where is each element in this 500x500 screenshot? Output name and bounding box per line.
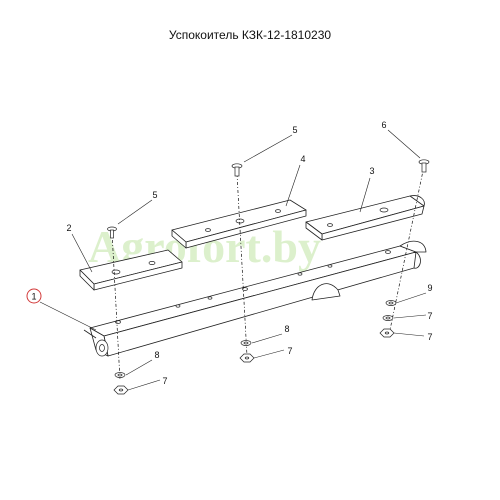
- callout-7-right: 7: [427, 332, 432, 342]
- nut-center: [239, 353, 255, 363]
- washer-left: [114, 372, 126, 378]
- plate-center: [171, 199, 307, 249]
- washer-center: [240, 340, 252, 346]
- callout-5-left: 5: [152, 190, 157, 200]
- callout-8-left: 8: [154, 350, 159, 360]
- diagram-title: Успокоитель КЗК-12-1810230: [168, 28, 332, 42]
- callout-7-center: 7: [287, 346, 292, 356]
- nut-left: [113, 385, 129, 395]
- callout-7-left: 7: [162, 376, 167, 386]
- callout-4: 4: [300, 154, 305, 164]
- damper-beam: [83, 240, 427, 357]
- callout-2: 2: [66, 223, 71, 233]
- callout-3: 3: [369, 166, 374, 176]
- plate-right: [305, 195, 425, 241]
- washer-right: [382, 315, 394, 321]
- callout-8-right: 7: [427, 311, 432, 321]
- plate-left: [79, 249, 183, 291]
- bolt-center: [231, 163, 243, 177]
- callout-circle-1: [26, 288, 42, 304]
- washer-right-spring: [385, 300, 397, 306]
- bolt-left: [107, 226, 117, 239]
- callout-9: 9: [427, 283, 432, 293]
- bolt-right: [418, 159, 430, 173]
- callout-8-center: 8: [284, 324, 289, 334]
- callout-5-center: 5: [292, 125, 297, 135]
- callout-1: 1: [31, 292, 36, 302]
- nut-right: [379, 328, 395, 338]
- callout-6: 6: [381, 120, 386, 130]
